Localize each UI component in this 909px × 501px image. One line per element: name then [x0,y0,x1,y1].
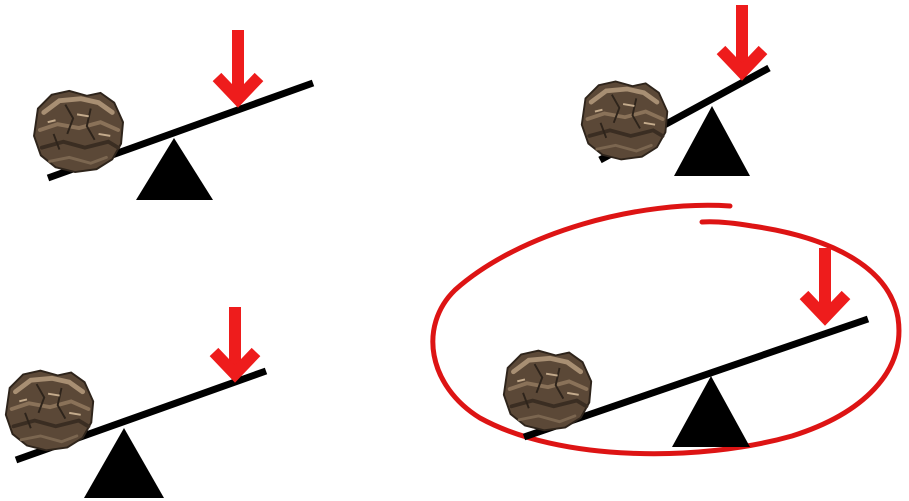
lever-panel-bottom-right[interactable] [433,205,899,453]
down-arrow-icon [214,307,256,374]
down-arrow-icon [721,5,763,72]
down-arrow-icon [217,30,259,99]
rock-icon [582,81,668,159]
fulcrum-icon [136,138,213,200]
down-arrow-icon [804,248,846,317]
lever-panel-top-left[interactable] [34,30,313,200]
fulcrum-icon [672,376,750,447]
rock-icon [6,371,93,451]
lever-panel-bottom-left[interactable] [6,307,266,498]
rock-icon [504,351,591,431]
rock-icon [34,91,123,172]
fulcrum-icon [84,428,164,498]
lever-panel-top-right[interactable] [582,5,769,176]
